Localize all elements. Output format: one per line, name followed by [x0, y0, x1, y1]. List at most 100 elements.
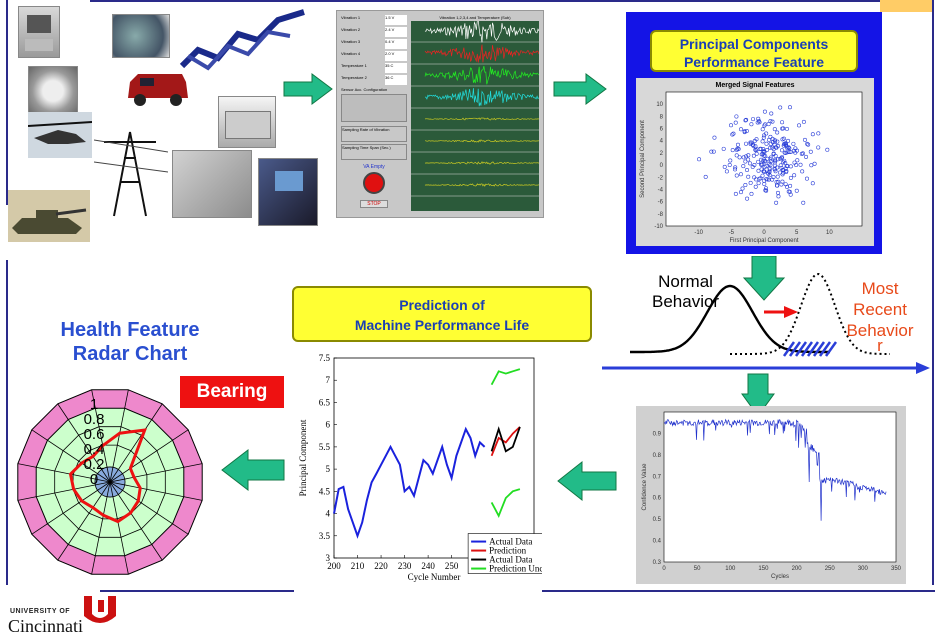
flow-arrow-icon: [742, 256, 786, 301]
scatter-point: [780, 179, 785, 184]
record-indicator[interactable]: [363, 172, 385, 194]
scatter-point: [762, 109, 767, 114]
prediction-y-tick: 6.5: [319, 397, 331, 407]
scatter-point: [780, 120, 785, 125]
scatter-point: [812, 161, 817, 166]
scatter-point: [764, 141, 769, 146]
overlap-hatch: [824, 341, 838, 357]
radar-spoke: [57, 403, 111, 483]
radar-ring-label: 0: [90, 471, 98, 488]
radar-spoke: [31, 429, 111, 483]
scatter-point: [768, 163, 773, 168]
scatter-point: [759, 167, 764, 172]
scatter-point: [787, 149, 792, 154]
signal-trace: [424, 19, 540, 43]
scatter-point: [770, 136, 775, 141]
scatter-point: [721, 146, 726, 151]
left-frame-line-lower: [6, 260, 8, 585]
scatter-point: [787, 189, 792, 194]
scatter-point: [761, 158, 766, 163]
scatter-point: [760, 173, 765, 178]
radar-spoke: [91, 481, 111, 575]
prediction-x-tick: 210: [351, 561, 365, 571]
machine-cabinet-photo: [18, 6, 60, 58]
scatter-point: [766, 171, 771, 176]
radar-ring-label: 0.6: [84, 426, 105, 443]
university-logo: UNIVERSITY OF Cincinnati: [8, 594, 118, 636]
confidence-y-tick: 0.9: [653, 431, 662, 437]
radar-spoke: [91, 389, 111, 483]
scatter-point: [794, 188, 799, 193]
scatter-point: [734, 114, 739, 119]
radar-health-series: [68, 428, 147, 524]
scatter-point: [781, 170, 786, 175]
prediction-y-tick: 5: [326, 464, 331, 474]
scatter-point: [697, 157, 702, 162]
prediction-y-tick: 4.5: [319, 486, 331, 496]
scatter-point: [800, 169, 805, 174]
scatter-point: [747, 161, 752, 166]
prediction-title-line1: Prediction of: [399, 297, 485, 313]
prediction-ylabel: Principal Component: [298, 419, 308, 496]
scatter-y-tick: 6: [660, 127, 664, 133]
scatter-point: [775, 190, 780, 195]
scatter-point: [825, 147, 830, 152]
scatter-point: [801, 200, 806, 205]
scatter-y-tick: -4: [658, 187, 664, 193]
confidence-axes: [663, 411, 897, 563]
scatter-point: [743, 118, 748, 123]
scatter-point: [703, 174, 708, 179]
overlap-hatch: [818, 341, 832, 357]
scatter-point: [816, 131, 821, 136]
shift-arrowhead: [784, 306, 798, 318]
scatter-point: [727, 163, 732, 168]
scatter-point: [769, 111, 774, 116]
prediction-title-box: Prediction of Machine Performance Life: [292, 286, 592, 342]
scatter-x-tick: 10: [826, 230, 833, 236]
overlap-hatch: [812, 341, 826, 357]
scatter-point: [778, 105, 783, 110]
scatter-point: [776, 144, 781, 149]
confidence-x-tick: 150: [758, 566, 769, 572]
radar-spoke: [17, 481, 111, 501]
scatter-y-tick: 0: [660, 163, 664, 169]
scatter-point: [774, 200, 779, 205]
scatter-x-tick: 5: [795, 230, 799, 236]
scatter-point: [760, 151, 765, 156]
signal-trace: [424, 66, 540, 85]
scatter-point: [808, 149, 813, 154]
scatter-point: [762, 133, 767, 138]
scatter-point: [788, 175, 793, 180]
scatter-point: [753, 184, 758, 189]
prediction-x-tick: 220: [374, 561, 388, 571]
scatter-point: [794, 148, 799, 153]
scatter-y-tick: 2: [660, 151, 664, 157]
scatter-point: [762, 158, 767, 163]
scatter-point: [733, 191, 738, 196]
scatter-point: [775, 139, 780, 144]
scatter-point: [773, 169, 778, 174]
radar-spoke: [109, 481, 129, 575]
scatter-title: Merged Signal Features: [716, 82, 795, 89]
scatter-point: [734, 153, 739, 158]
scatter-point: [760, 162, 765, 167]
overlap-hatch: [800, 341, 814, 357]
scatter-point: [772, 167, 777, 172]
scatter-point: [724, 169, 729, 174]
scatter-point: [746, 157, 751, 162]
scatter-point: [743, 183, 748, 188]
stop-button[interactable]: STOP: [360, 200, 388, 208]
scatter-point: [763, 159, 768, 164]
scatter-point: [748, 141, 753, 146]
config-box: [341, 94, 407, 122]
prediction-y-tick: 3: [326, 553, 331, 563]
scatter-point: [744, 154, 749, 159]
scatter-point: [809, 163, 814, 168]
scatter-point: [788, 164, 793, 169]
behavior-distribution: [602, 256, 930, 374]
